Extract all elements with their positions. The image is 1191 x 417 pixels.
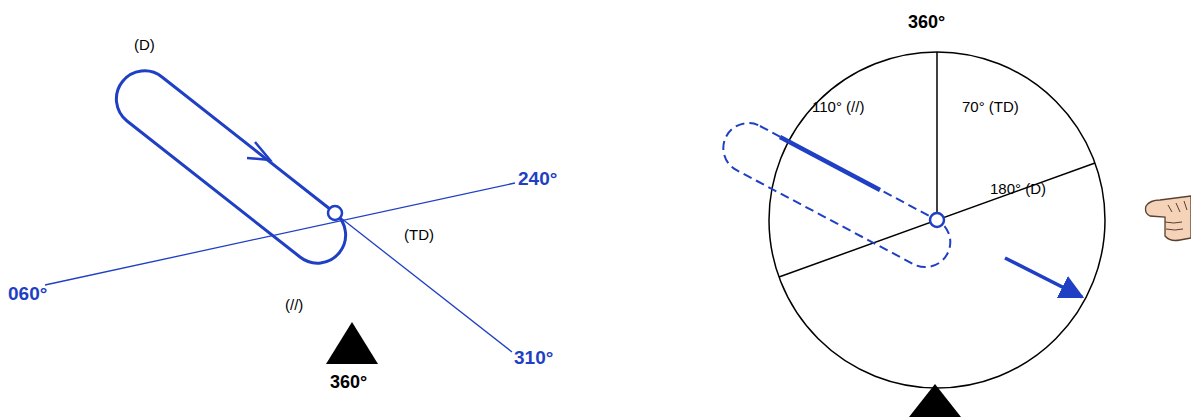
- north-triangle: [909, 384, 961, 417]
- holding-pattern-dashed: [723, 123, 950, 267]
- pattern-label: (D): [134, 36, 155, 53]
- sector-label: 180° (D): [990, 180, 1046, 197]
- holding-fix: [328, 206, 342, 220]
- entry-arrow: [1005, 258, 1082, 297]
- sector-line: [779, 163, 1095, 277]
- pointing-hand: [1146, 196, 1191, 241]
- sector-label: 110° (//): [812, 98, 864, 115]
- sector-label: (TD): [404, 226, 434, 243]
- holding-fix: [930, 213, 944, 227]
- north-triangle: [326, 322, 378, 364]
- north-label: 360°: [330, 372, 367, 393]
- sector-label: (//): [285, 296, 303, 313]
- sector-circle: [769, 52, 1105, 388]
- inbound-leg: [780, 137, 880, 190]
- north-label: 360°: [908, 12, 945, 33]
- radial-line: [300, 186, 512, 352]
- holding-pattern: [116, 71, 345, 263]
- sector-label: 70° (TD): [962, 98, 1019, 115]
- sector-line: [936, 52, 938, 220]
- radial-line: [45, 183, 515, 285]
- radial-label: 310°: [514, 347, 553, 369]
- radial-label: 060°: [8, 283, 47, 305]
- direction-arrow: [247, 142, 270, 160]
- radial-label: 240°: [518, 168, 557, 190]
